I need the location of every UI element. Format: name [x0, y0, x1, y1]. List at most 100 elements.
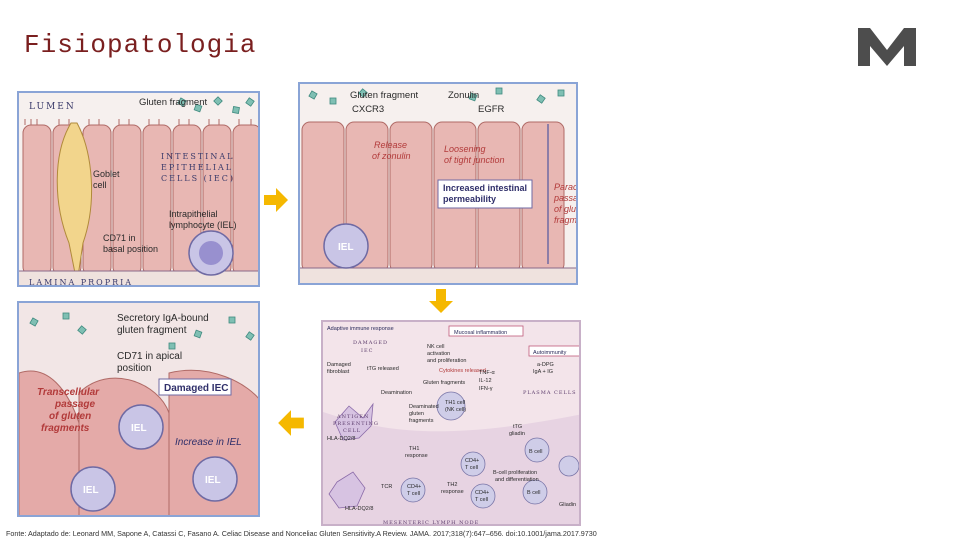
label-deaminated-1: Deaminated	[409, 404, 439, 410]
panel-immune-response: Adaptive immune response Mucosal inflamm…	[321, 320, 581, 526]
label-cd71-1: CD71 in	[103, 233, 136, 243]
normal-mucosa-illustration: LUMEN Gluten fragment INTESTINAL EPITHEL…	[19, 93, 260, 287]
label-paracellular-1: Paracellular	[554, 182, 578, 192]
label-cd4-a-2: T cell	[465, 465, 478, 471]
label-permeability-1: Increased intestinal	[443, 183, 527, 193]
label-apc-1: ANTIGEN	[336, 414, 369, 420]
label-iec-3: CELLS (IEC)	[161, 174, 235, 183]
label-transcellular-2: passage	[54, 399, 95, 410]
celiac-mucosa-illustration: Secretory IgA-bound gluten fragment CD71…	[19, 303, 260, 517]
panel-normal-mucosa: LUMEN Gluten fragment INTESTINAL EPITHEL…	[17, 91, 260, 287]
permeability-illustration: Gluten fragment Zonulin CXCR3 EGFR Relea…	[300, 84, 578, 285]
label-autoimmunity: Autoimmunity	[533, 350, 567, 356]
label-dgp-2: IgA + IG	[533, 369, 553, 375]
panel-increased-permeability: Gluten fragment Zonulin CXCR3 EGFR Relea…	[298, 82, 578, 285]
label-hla-1: HLA-DQ2/8	[327, 436, 355, 442]
label-plasma: PLASMA CELLS	[523, 390, 577, 396]
label-th2-1: TH2	[447, 482, 457, 488]
label-damaged-iec: Damaged IEC	[164, 383, 228, 394]
label-cd4-c-1: CD4+	[475, 490, 489, 496]
label-zonulin: Zonulin	[448, 90, 479, 101]
label-deaminated-2: gluten	[409, 411, 424, 417]
label-iel-2: IEL	[83, 485, 99, 496]
label-damaged-fibroblast-2: fibroblast	[327, 369, 350, 375]
label-egfr: EGFR	[478, 104, 505, 115]
label-b-cell-2: B cell	[527, 490, 540, 496]
label-gliadin: Gliadin	[559, 502, 576, 508]
label-transcellular-3: of gluten	[49, 411, 91, 422]
label-damaged-iec-2: IEC	[361, 348, 373, 354]
label-apc-3: CELL	[343, 428, 361, 434]
label-gluten-fragments: Gluten fragments	[423, 380, 465, 386]
label-loosening-2: of tight junction	[444, 155, 505, 165]
label-dgp-1: a-DPG	[537, 362, 554, 368]
label-release-1: Release	[374, 140, 407, 150]
label-gluten-fragment-2: Gluten fragment	[350, 90, 418, 101]
label-lumen: LUMEN	[29, 102, 76, 112]
slide-title: Fisiopatologia	[24, 30, 256, 60]
label-mucosal: Mucosal inflammation	[454, 330, 507, 336]
label-lamina-propria: LAMINA PROPRIA	[29, 278, 133, 287]
label-hla-2: HLA-DQ2/8	[345, 506, 373, 512]
label-transcellular-4: fragments	[41, 423, 90, 434]
label-th1-1: TH1 cell	[445, 400, 465, 406]
label-cd71-apical-1: CD71 in apical	[117, 351, 182, 362]
label-bcell-prolif-2: and differentiation	[495, 477, 539, 483]
label-th2-2: response	[441, 489, 464, 495]
label-ifn: IFN-γ	[479, 386, 493, 392]
label-bcell-prolif-1: B-cell proliferation	[493, 470, 537, 476]
label-cd4-a-1: CD4+	[465, 458, 479, 464]
label-iel-2: lymphocyte (IEL)	[169, 220, 237, 230]
label-iel-1: Intrapithelial	[169, 209, 218, 219]
label-cd4-b-2: T cell	[407, 491, 420, 497]
label-secretory-1: Secretory IgA-bound	[117, 313, 209, 324]
label-release-2: of zonulin	[372, 151, 411, 161]
arrow-down-icon	[427, 287, 455, 315]
label-damaged-iec-1: DAMAGED	[353, 340, 388, 346]
m-logo-icon	[856, 26, 918, 68]
label-il12: IL-12	[479, 378, 492, 384]
label-b-cell: B cell	[529, 449, 542, 455]
label-cd4-b-1: CD4+	[407, 484, 421, 490]
label-lymph-node: MESENTERIC LYMPH NODE	[383, 520, 479, 526]
label-apc-2: PRESENTING	[333, 421, 379, 427]
label-paracellular-3: of gluten	[554, 204, 578, 214]
label-iel-1: IEL	[131, 423, 147, 434]
label-th1-response-1: TH1	[409, 446, 419, 452]
immune-response-illustration: Adaptive immune response Mucosal inflamm…	[323, 322, 581, 526]
label-transcellular-1: Transcellular	[37, 387, 100, 398]
label-paracellular-2: passage	[553, 193, 578, 203]
arrow-left-icon	[276, 408, 306, 438]
label-cd4-c-2: T cell	[475, 497, 488, 503]
label-adaptive: Adaptive immune response	[327, 326, 394, 332]
label-nk-3: and proliferation	[427, 358, 466, 364]
label-cd71-apical-2: position	[117, 363, 151, 374]
label-ttg-released: tTG released	[367, 366, 399, 372]
source-citation: Fonte: Adaptado de: Leonard MM, Sapone A…	[6, 529, 597, 538]
panel-celiac-mucosa: Secretory IgA-bound gluten fragment CD71…	[17, 301, 260, 517]
label-damaged-fibroblast-1: Damaged	[327, 362, 351, 368]
label-iel-3: IEL	[205, 475, 221, 486]
label-cxcr3: CXCR3	[352, 104, 384, 115]
label-iec-1: INTESTINAL	[161, 152, 234, 161]
label-cd71-2: basal position	[103, 244, 158, 254]
label-ttg-gliadin-1: tTG	[513, 424, 522, 430]
label-deamination: Deamination	[381, 390, 412, 396]
label-goblet-2: cell	[93, 180, 107, 190]
arrow-right-icon	[262, 186, 290, 214]
label-tcr: TCR	[381, 484, 392, 490]
label-th1-2: (NK cell)	[445, 407, 466, 413]
label-secretory-2: gluten fragment	[117, 325, 187, 336]
label-iec-2: EPITHELIAL	[161, 163, 233, 172]
label-paracellular-4: fragments	[554, 215, 578, 225]
label-deaminated-3: fragments	[409, 418, 434, 424]
label-increase-iel: Increase in IEL	[175, 437, 242, 448]
label-th1-response-2: response	[405, 453, 428, 459]
label-iel: IEL	[338, 242, 354, 253]
label-ttg-gliadin-2: gliadin	[509, 431, 525, 437]
label-nk-2: activation	[427, 351, 450, 357]
label-loosening-1: Loosening	[444, 144, 486, 154]
label-gluten-fragment: Gluten fragment	[139, 97, 207, 108]
label-permeability-2: permeability	[443, 194, 496, 204]
label-nk-1: NK cell	[427, 344, 444, 350]
